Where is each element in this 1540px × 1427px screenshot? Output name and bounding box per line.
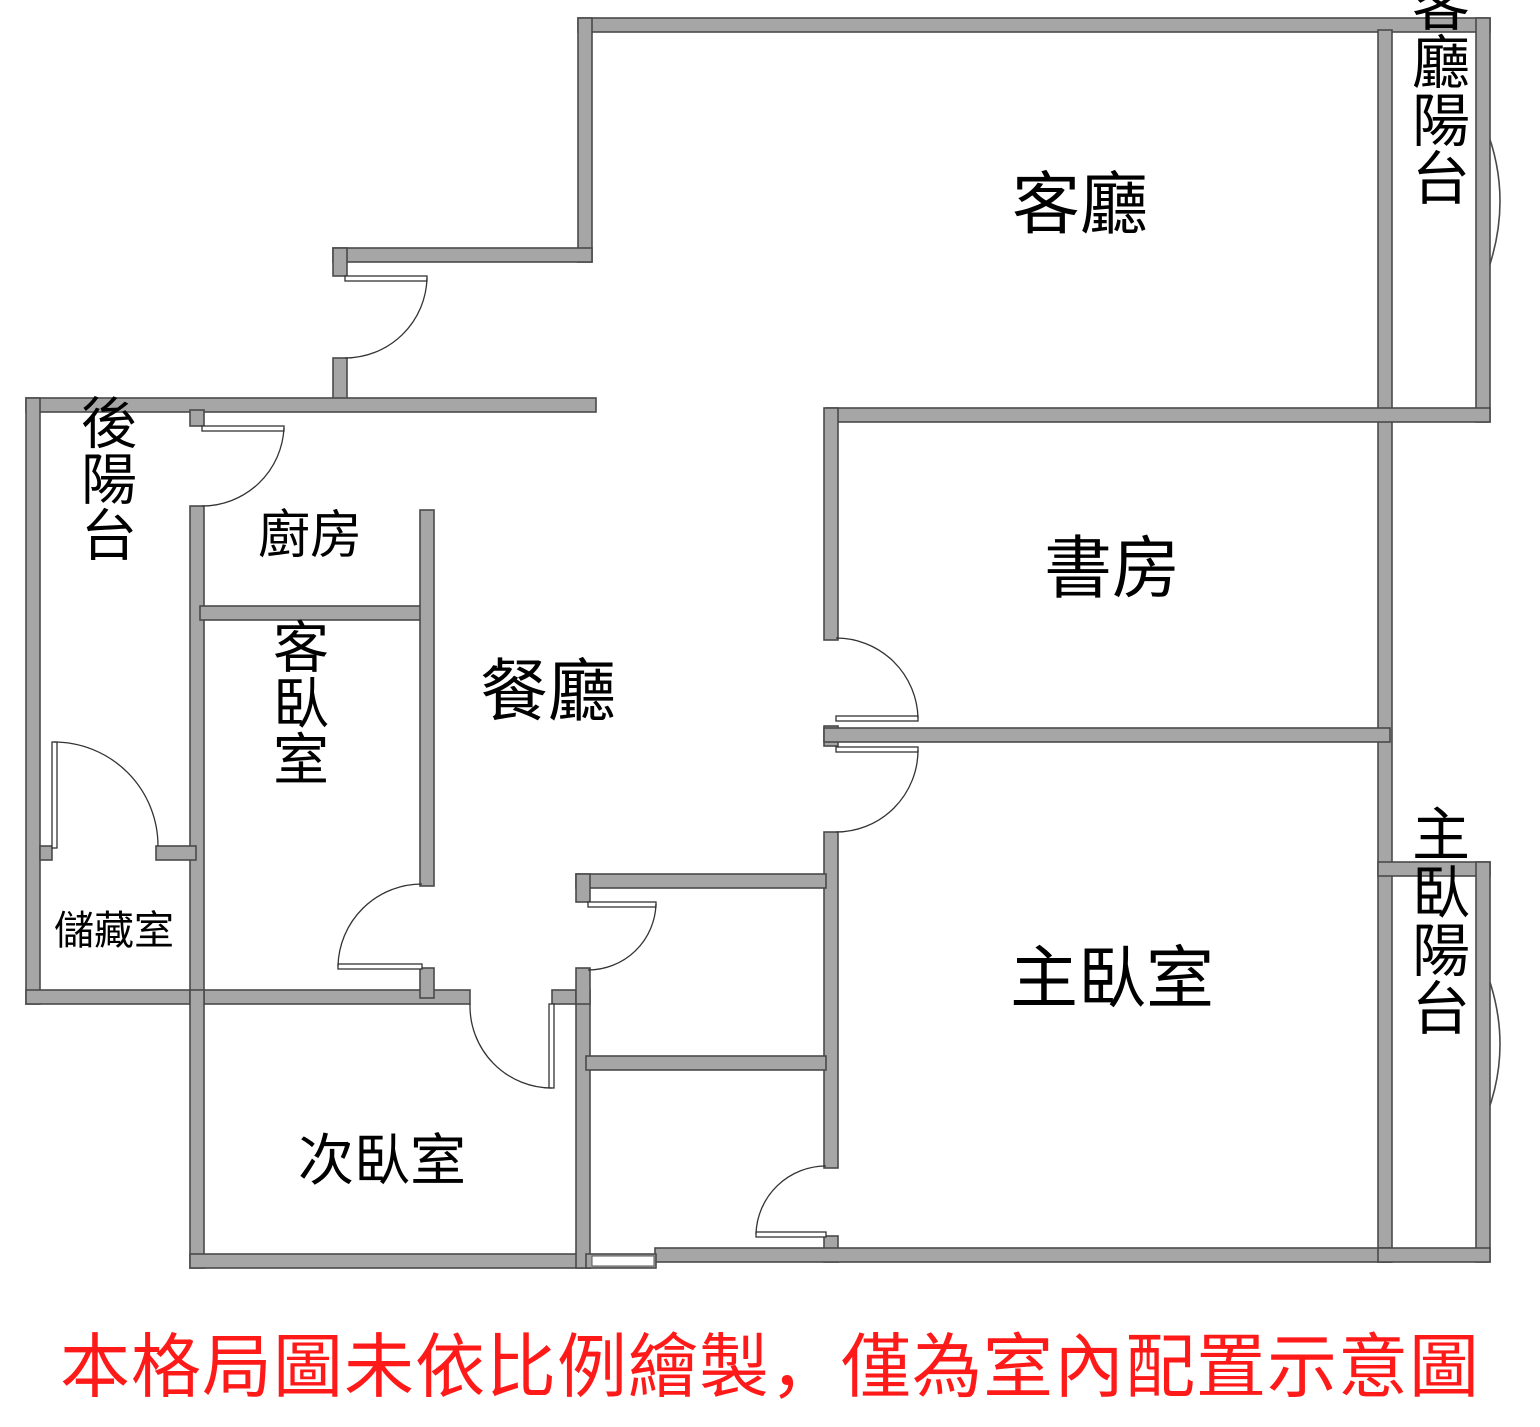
wall — [189, 409, 205, 427]
second-bedroom-door-swing — [469, 1003, 553, 1089]
wall — [825, 407, 1491, 423]
study-door-leaf — [835, 715, 919, 722]
master-bath-door-leaf — [755, 1231, 827, 1238]
room-label-guest-bedroom: 客臥室 — [264, 618, 329, 786]
room-label-master-bedroom: 主臥室 — [1010, 940, 1214, 1019]
kitchen-door-swing — [201, 427, 285, 507]
bathroom-door-swing — [587, 903, 657, 971]
room-label-kitchen: 廚房 — [258, 506, 362, 566]
disclaimer-text: 本格局圖未依比例繪製，僅為室內配置示意圖 — [60, 1326, 1480, 1408]
guest-bedroom-door-leaf — [337, 963, 423, 970]
wall — [1475, 861, 1491, 1263]
room-label-back-balcony: 後陽台 — [72, 394, 137, 562]
doors — [51, 275, 919, 1267]
room-label-study: 書房 — [1044, 530, 1180, 609]
room-label-storage-room: 儲藏室 — [54, 908, 174, 954]
room-label-living-room: 客廳 — [1012, 166, 1148, 245]
master-door-swing — [835, 749, 919, 833]
wall — [654, 1247, 1391, 1263]
wall — [551, 989, 579, 1005]
room-label-dining-room: 餐廳 — [480, 653, 616, 732]
wall — [332, 247, 348, 277]
room-label-living-balcony: 客廳陽台 — [1402, 0, 1470, 206]
wall — [25, 989, 471, 1005]
wall — [189, 1253, 591, 1269]
room-label-second-bedroom: 次臥室 — [298, 1129, 466, 1194]
guest-bedroom-door-swing — [337, 883, 423, 967]
wall — [332, 247, 593, 263]
entrance-door-swing — [344, 277, 428, 359]
master-door-leaf — [835, 746, 919, 753]
kitchen-door-leaf — [201, 425, 285, 432]
walls — [25, 17, 1491, 1269]
wall — [823, 727, 1391, 743]
wall — [823, 831, 839, 1169]
wall — [1377, 1247, 1491, 1263]
wall — [189, 989, 205, 1269]
entrance-door-leaf — [344, 275, 428, 282]
wall — [577, 17, 593, 263]
wall — [575, 873, 827, 889]
wall — [575, 873, 591, 903]
wall — [585, 1055, 827, 1071]
storage-door-leaf — [51, 741, 58, 849]
wall — [25, 397, 41, 1005]
wall — [823, 407, 839, 641]
wall — [39, 845, 53, 861]
second-bedroom-door-leaf — [548, 1003, 555, 1089]
master-bath-door-swing — [755, 1165, 827, 1235]
wall — [1475, 17, 1491, 423]
wall — [189, 505, 205, 1005]
wall — [419, 967, 435, 999]
wall — [1377, 29, 1393, 1263]
room-label-master-balcony: 主臥陽台 — [1402, 804, 1470, 1036]
wall — [419, 509, 435, 887]
wall — [155, 845, 197, 861]
wall — [575, 967, 591, 1005]
study-door-swing — [835, 637, 919, 719]
storage-door-swing — [53, 741, 159, 847]
floor-plan: 客廳 客廳陽台 後陽台 廚房 書房 餐廳 客臥室 儲藏室 主臥室 主臥陽台 次臥… — [25, 0, 1501, 1269]
wall — [575, 989, 591, 1269]
bathroom-door-leaf — [587, 901, 657, 908]
bottom-window — [591, 1255, 655, 1267]
wall — [577, 17, 1491, 33]
